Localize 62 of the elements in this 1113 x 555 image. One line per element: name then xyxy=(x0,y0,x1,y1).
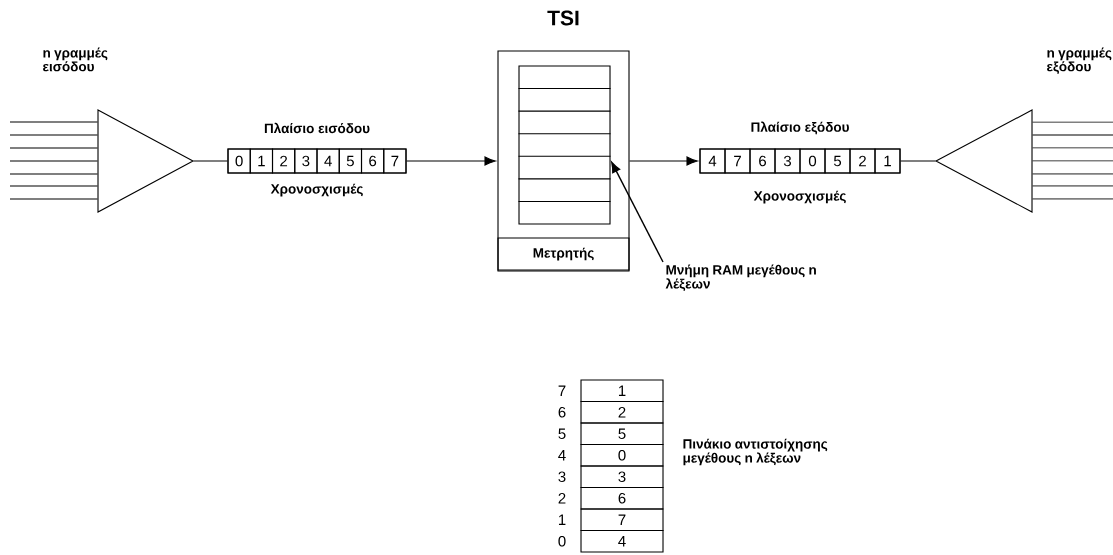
slot-cell: 0 xyxy=(799,148,826,174)
table-cell: 7 xyxy=(580,508,664,532)
output-line xyxy=(1032,160,1113,162)
input-line xyxy=(9,173,98,175)
heading: TSI xyxy=(547,10,579,26)
slot-cell: 0 xyxy=(227,148,251,174)
input-line xyxy=(9,134,98,136)
output-line xyxy=(1032,134,1113,136)
memory-block xyxy=(517,65,612,225)
input-line xyxy=(9,198,98,200)
table-cell: 5 xyxy=(580,422,664,446)
row-index: 6 xyxy=(558,406,566,418)
slot-cell: 4 xyxy=(699,148,726,174)
slot-cell: 5 xyxy=(338,148,363,174)
input-line xyxy=(9,147,98,149)
node-label: Χρονοσχισμές xyxy=(270,183,363,197)
slot-cell: 3 xyxy=(774,148,801,174)
slot-cell: 7 xyxy=(383,148,407,174)
output-line xyxy=(1032,121,1113,123)
input-line xyxy=(9,160,98,162)
table-cell: 2 xyxy=(580,400,664,424)
table-cell: 0 xyxy=(580,443,664,467)
table-cell: 1 xyxy=(580,379,664,403)
arrow xyxy=(406,156,496,166)
connector-line xyxy=(900,160,936,162)
slot-cell: 6 xyxy=(360,148,385,174)
node-label: n γραμμές εισόδου xyxy=(43,47,108,72)
slot-cell: 6 xyxy=(749,148,776,174)
table-caption: Πινάκιο αντιστοίχησης μεγέθους n λέξεων xyxy=(683,438,828,466)
table-cell: 4 xyxy=(580,529,664,553)
slot-cell: 7 xyxy=(724,148,751,174)
output-line xyxy=(1032,198,1113,200)
slot-cell: 1 xyxy=(874,148,901,174)
slot-cell: 4 xyxy=(316,148,340,174)
slot-cell: 2 xyxy=(271,148,296,174)
input-line xyxy=(9,185,98,187)
slot-cell: 5 xyxy=(824,148,851,174)
row-index: 5 xyxy=(558,428,566,439)
row-index: 1 xyxy=(559,514,566,525)
input-line xyxy=(9,121,98,123)
node-label: Χρονοσχισμές xyxy=(753,190,846,204)
output-line xyxy=(1032,147,1113,149)
node-label: n γραμμές εξόδου xyxy=(1047,47,1112,74)
table-cell: 6 xyxy=(580,486,664,510)
output-line xyxy=(1032,185,1113,187)
arrow xyxy=(629,156,698,166)
row-index: 2 xyxy=(558,493,566,504)
slot-cell: 3 xyxy=(294,148,318,174)
memory-label: Μνήμη RAM μεγέθους n λέξεων xyxy=(665,264,816,292)
output-line xyxy=(1032,173,1113,175)
counter-box: Μετρητής xyxy=(497,237,630,271)
slot-cell: 2 xyxy=(849,148,876,174)
row-index: 7 xyxy=(558,385,566,396)
leader-line xyxy=(611,161,664,263)
heading: Πλαίσιο εξόδου xyxy=(751,121,849,135)
connector-line xyxy=(193,160,228,162)
slot-cell: 1 xyxy=(249,148,274,174)
heading: Πλαίσιο εισόδου xyxy=(264,122,370,134)
row-index: 0 xyxy=(558,535,566,547)
row-index: 3 xyxy=(558,471,566,483)
table-cell: 3 xyxy=(580,465,664,489)
row-index: 4 xyxy=(558,450,566,461)
